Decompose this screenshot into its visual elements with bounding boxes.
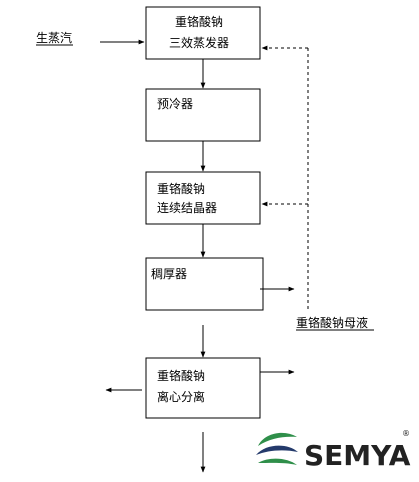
crystallizer-label-2: 连续结晶器 [157, 200, 217, 215]
semya-logo-text: SEMYA [304, 439, 411, 472]
precooler-label: 预冷器 [157, 97, 193, 111]
semya-logo: SEMYA ® [256, 429, 411, 472]
steam-label: 生蒸汽 [36, 30, 72, 45]
evaporator-box [145, 6, 261, 60]
evaporator-label-1: 重铬酸钠 [175, 14, 223, 29]
centrifuge-box [145, 357, 261, 419]
mother-liquor-label: 重铬酸钠母液 [296, 315, 368, 330]
thickener-box [145, 257, 264, 311]
semya-logo-icon [256, 432, 298, 465]
thickener-label: 稠厚器 [151, 267, 187, 281]
evaporator-label-2: 三效蒸发器 [169, 35, 229, 50]
centrifuge-label-1: 重铬酸钠 [157, 368, 205, 383]
precooler-box [145, 88, 261, 142]
centrifuge-label-2: 离心分离 [157, 389, 205, 404]
semya-logo-registered: ® [402, 429, 410, 438]
crystallizer-label-1: 重铬酸钠 [157, 181, 205, 196]
crystallizer-box [145, 171, 261, 225]
